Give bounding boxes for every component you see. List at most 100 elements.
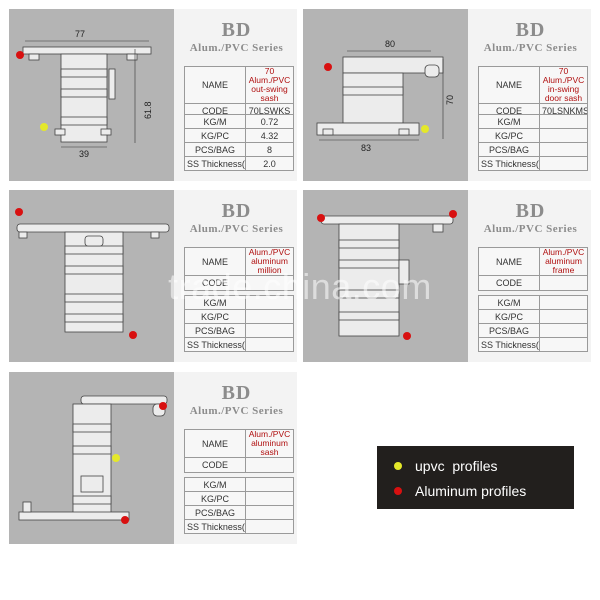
ss-value — [245, 519, 294, 534]
starburst-icon — [394, 487, 402, 495]
kgpc-label: KG/PC — [184, 309, 246, 324]
profile-outline-1: 77 39 61.8 — [16, 29, 153, 159]
table-row: KG/PC — [478, 128, 588, 143]
legend-upvc-label: upvc profiles — [415, 458, 498, 474]
kgpc-value — [539, 309, 588, 324]
pcsbag-label: PCS/BAG — [184, 142, 246, 157]
profile-outline-4 — [317, 210, 457, 340]
kgpc-label: KG/PC — [184, 128, 246, 143]
table-row: SS Thickness(mm) — [184, 519, 294, 534]
name-label: NAME — [184, 429, 246, 458]
kgm-label: KG/M — [184, 295, 246, 310]
kgm-label: KG/M — [184, 114, 246, 129]
pcsbag-value — [245, 505, 294, 520]
kgm-label: KG/M — [184, 477, 246, 492]
upvc-marker — [421, 125, 429, 133]
kgpc-label: KG/PC — [478, 309, 540, 324]
table-row: KG/PC — [184, 309, 294, 324]
profile-outline-3 — [15, 208, 170, 339]
legend-aluminum-label: Aluminum profiles — [415, 483, 527, 499]
aluminum-marker — [159, 402, 167, 410]
table-row: CODE — [184, 275, 294, 291]
profile-outline-5 — [18, 395, 168, 524]
brand-logo: BD — [515, 19, 546, 41]
table-row: CODE — [184, 457, 294, 473]
name-label: NAME — [184, 66, 246, 104]
code-label: CODE — [478, 275, 540, 291]
product-code — [245, 275, 294, 291]
dim-bottom-1: 39 — [79, 149, 89, 159]
aluminum-marker — [449, 210, 457, 218]
kgpc-value — [539, 128, 588, 143]
pcsbag-value — [539, 142, 588, 157]
profile-drawing-1: 77 39 61.8 — [9, 9, 174, 181]
dim-top-1: 77 — [75, 29, 85, 39]
series-title: Alum./PVC Series — [189, 405, 284, 417]
aluminum-marker — [15, 208, 23, 216]
legend-box: upvc profiles Aluminum profiles — [377, 446, 574, 509]
dim-bottom-2: 83 — [361, 143, 371, 153]
series-title: Alum./PVC Series — [189, 223, 284, 235]
profile-drawing-5 — [9, 372, 174, 544]
product-name: Alum./PVC aluminum frame — [539, 247, 588, 276]
aluminum-marker — [121, 516, 129, 524]
kgpc-value: 4.32 — [245, 128, 294, 143]
pcsbag-value — [245, 323, 294, 338]
profile-drawing-3 — [9, 190, 174, 362]
dim-side-2: 70 — [445, 95, 455, 105]
table-row: PCS/BAG — [184, 323, 294, 338]
legend-item-upvc: upvc profiles — [391, 458, 497, 474]
pcsbag-label: PCS/BAG — [478, 323, 540, 338]
name-label: NAME — [478, 247, 540, 276]
series-title: Alum./PVC Series — [189, 42, 284, 54]
ss-value: 2.0 — [245, 156, 294, 171]
product-name: Alum./PVC aluminum million — [245, 247, 294, 276]
code-label: CODE — [184, 457, 246, 473]
table-row: SS Thickness(mm)2.0 — [184, 156, 294, 171]
dim-top-2: 80 — [385, 39, 395, 49]
spec-table-2: KG/M KG/PC PCS/BAG SS Thickness(mm) — [478, 114, 588, 171]
ss-label: SS Thickness(mm) — [184, 519, 246, 534]
kgpc-value — [245, 309, 294, 324]
table-row: CODE — [478, 275, 588, 291]
spec-table-4: KG/M KG/PC PCS/BAG SS Thickness(mm) — [478, 295, 588, 352]
aluminum-marker — [16, 51, 24, 59]
product-name: Alum./PVC aluminum sash — [245, 429, 294, 458]
kgpc-value — [245, 491, 294, 506]
aluminum-marker — [403, 332, 411, 340]
name-label: NAME — [184, 247, 246, 276]
upvc-marker — [112, 454, 120, 462]
ss-value — [245, 337, 294, 352]
brand-logo: BD — [221, 382, 252, 404]
table-row: PCS/BAG — [184, 505, 294, 520]
pcsbag-label: PCS/BAG — [184, 323, 246, 338]
starburst-icon — [394, 462, 402, 470]
table-row: PCS/BAG — [478, 142, 588, 157]
ss-label: SS Thickness(mm) — [478, 337, 540, 352]
brand-logo: BD — [515, 200, 546, 222]
table-row: KG/M — [478, 114, 588, 129]
table-row: KG/M — [184, 295, 294, 310]
ss-label: SS Thickness(mm) — [184, 156, 246, 171]
kgm-value — [245, 477, 294, 492]
ss-value — [539, 156, 588, 171]
table-row: KG/M — [184, 477, 294, 492]
name-label: NAME — [478, 66, 540, 104]
legend-item-aluminum: Aluminum profiles — [391, 483, 526, 499]
table-row: KG/PC — [184, 491, 294, 506]
product-name: 70 Alum./PVC in-swing door sash — [539, 66, 588, 104]
